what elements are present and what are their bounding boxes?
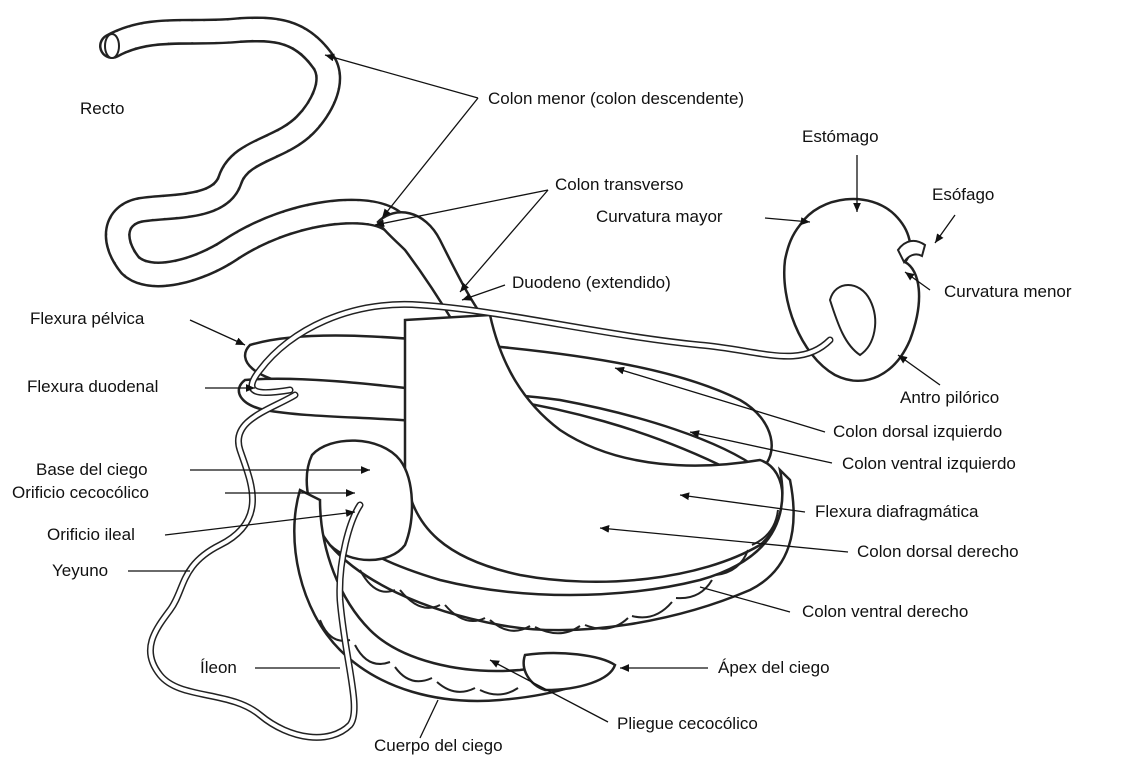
label-apex-del-ciego: Ápex del ciego (718, 658, 830, 678)
label-curvatura-mayor: Curvatura mayor (596, 207, 723, 227)
label-recto: Recto (80, 99, 124, 119)
label-base-del-ciego: Base del ciego (36, 460, 148, 480)
label-colon-ventral-izquierdo: Colon ventral izquierdo (842, 454, 1016, 474)
label-cuerpo-del-ciego: Cuerpo del ciego (374, 736, 503, 756)
label-yeyuno: Yeyuno (52, 561, 108, 581)
label-pliegue-cecocolico: Pliegue cecocólico (617, 714, 758, 734)
recto-end (105, 34, 119, 58)
label-colon-ventral-derecho: Colon ventral derecho (802, 602, 968, 622)
label-curvatura-menor: Curvatura menor (944, 282, 1072, 302)
label-colon-transverso: Colon transverso (555, 175, 684, 195)
label-orificio-ileal: Orificio ileal (47, 525, 135, 545)
label-estomago: Estómago (802, 127, 879, 147)
label-flexura-diafragmatica: Flexura diafragmática (815, 502, 978, 522)
label-flexura-pelvica: Flexura pélvica (30, 309, 144, 329)
label-colon-dorsal-izquierdo: Colon dorsal izquierdo (833, 422, 1002, 442)
label-ileon: Íleon (200, 658, 237, 678)
label-orificio-cecocolico: Orificio cecocólico (12, 483, 149, 503)
label-antro-pilorico: Antro pilórico (900, 388, 999, 408)
label-duodeno: Duodeno (extendido) (512, 273, 671, 293)
label-colon-menor: Colon menor (colon descendente) (488, 89, 744, 109)
label-flexura-duodenal: Flexura duodenal (27, 377, 158, 397)
label-esofago: Esófago (932, 185, 994, 205)
label-colon-dorsal-derecho: Colon dorsal derecho (857, 542, 1019, 562)
